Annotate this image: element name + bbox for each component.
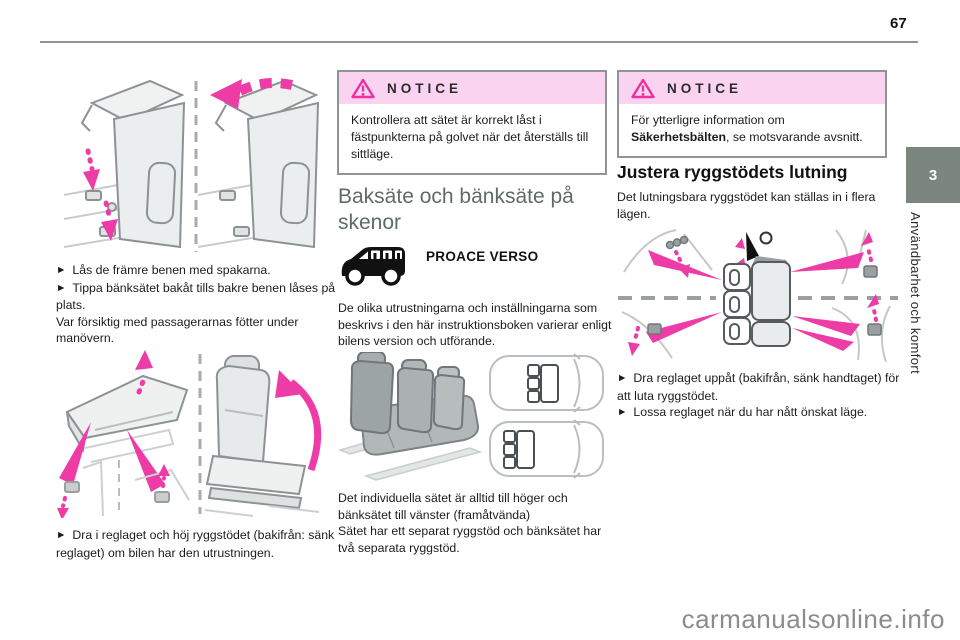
arrow-bullet-icon: ►	[56, 529, 67, 541]
adjust-backrest-heading: Justera ryggstödets lutning	[617, 162, 848, 182]
notice-body: Kontrollera att sätet är korrekt låst i …	[351, 113, 589, 161]
arrow-bullet-icon: ►	[617, 372, 628, 384]
instruction-text: Dra i reglaget och höj ryggstödet (bakif…	[56, 528, 335, 560]
instruction-line: ►Dra i reglaget och höj ryggstödet (baki…	[56, 527, 348, 561]
notice-body-prefix: För ytterligre information om	[631, 113, 785, 127]
rear-seats-layout-illustration	[338, 352, 604, 481]
seat-fold-upright-illustration	[57, 350, 322, 518]
arrow-bullet-icon: ►	[56, 281, 67, 294]
instruction-text: Dra reglaget uppåt (bakifrån, sänk handt…	[617, 371, 900, 403]
pink-arrow-dotted-icon	[628, 232, 879, 356]
notice-body: För ytterligre information om Säkerhetsb…	[619, 104, 885, 156]
instruction-line: ► Lossa reglaget när du har nått önskat l…	[617, 404, 913, 422]
warning-triangle-icon	[631, 78, 655, 98]
pink-arrow-tilt-icon	[210, 78, 294, 109]
pink-pointer-icon	[127, 430, 165, 492]
page-number: 67	[890, 15, 907, 32]
model-badge-label: PROACE VERSO	[426, 249, 539, 264]
seat-arrangement-text: Det individuella sätet är alltid till hö…	[338, 490, 618, 556]
seat-tilt-latch-illustration	[63, 78, 320, 252]
instruction-line: ►Dra reglaget uppåt (bakifrån, sänk hand…	[617, 370, 913, 404]
backrest-count-text: Sätet har ett separat ryggstöd och bänks…	[338, 524, 602, 555]
instruction-text: Lossa reglaget när du har nått önskat lä…	[633, 405, 868, 419]
pink-arrow-down-icon	[57, 496, 69, 518]
backrest-positions-text: Det lutningsbara ryggstödet kan ställas …	[617, 190, 876, 221]
pink-arrow-up-icon	[158, 464, 170, 488]
pink-arrow-down-icon	[83, 148, 118, 241]
notice-header: NOTICE	[619, 72, 885, 104]
equipment-variation-text: De olika utrustningarna och inställninga…	[338, 301, 612, 348]
backrest-instructions-text: ►Dra i reglaget och höj ryggstödet (baki…	[56, 527, 348, 561]
pink-pointer-icon	[646, 250, 864, 351]
pink-arrow-up-icon	[135, 350, 153, 395]
model-badge-row: PROACE VERSO	[338, 242, 610, 290]
instruction-line: ►Tippa bänksätet bakåt tills bakre benen…	[56, 280, 348, 314]
notice-body-suffix: , se motsvarande avsnitt.	[726, 130, 863, 144]
instruction-text: Tippa bänksätet bakåt tills bakre benen …	[56, 280, 336, 313]
notice-box-seatbelts: NOTICE För ytterligre information om Säk…	[617, 70, 887, 158]
backrest-recline-illustration	[618, 229, 898, 363]
notice-box-seat-lock: NOTICE Kontrollera att sätet är korrekt …	[337, 70, 607, 175]
instruction-line: ► Lås de främre benen med spakarna.	[56, 262, 348, 280]
notice-body-bold-term: Säkerhetsbälten	[631, 130, 727, 144]
seat-position-text: Det individuella sätet är alltid till hö…	[338, 491, 568, 522]
arrow-bullet-icon: ►	[56, 264, 67, 276]
top-rule	[40, 41, 918, 43]
chapter-tab: 3	[906, 147, 960, 203]
pink-pointer-icon	[59, 422, 91, 485]
minivan-icon	[341, 247, 405, 286]
fold-instructions-text: ►Lås de främre benen med spakarna. ►Tipp…	[56, 262, 348, 347]
section-heading: Baksäte och bänksäte på skenor	[338, 185, 574, 234]
notice-title: NOTICE	[387, 80, 463, 96]
warning-triangle-icon	[351, 78, 375, 98]
caution-text: Var försiktig med passagerarnas fötter u…	[56, 314, 299, 346]
arrow-bullet-icon: ►	[617, 406, 628, 418]
watermark-link[interactable]: carmanualsonline.info	[681, 604, 945, 634]
recline-instructions-text: ►Dra reglaget uppåt (bakifrån, sänk hand…	[617, 370, 913, 422]
notice-title: NOTICE	[667, 80, 743, 96]
instruction-text: Lås de främre benen med spakarna.	[72, 263, 271, 277]
notice-header: NOTICE	[339, 72, 605, 104]
chapter-title-vertical: Användbarhet och komfort	[908, 212, 923, 375]
pink-arrow-curved-icon	[275, 370, 322, 472]
